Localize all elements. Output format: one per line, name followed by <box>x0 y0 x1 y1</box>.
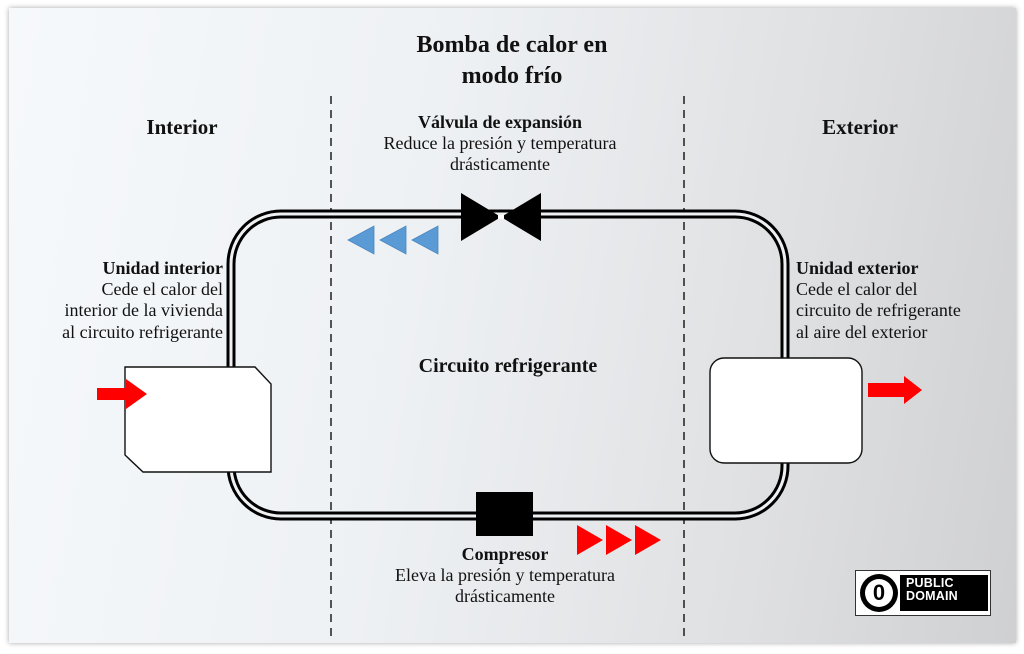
expansion-valve-desc-line-2: drásticamente <box>450 154 550 175</box>
cc-zero-icon: 0 <box>860 574 898 612</box>
compressor-label: Compresor Eleva la presión y temperatura… <box>340 544 670 608</box>
cold-flow-arrow-icon <box>411 225 439 255</box>
outdoor-unit-desc-line-3: al aire del exterior <box>796 321 928 342</box>
expansion-valve-desc-line-1: Reduce la presión y temperatura <box>383 133 617 154</box>
badge-text: PUBLIC DOMAIN <box>906 576 958 604</box>
outdoor-unit-desc-line-2: circuito de refrigerante <box>796 300 961 321</box>
badge-line-2: DOMAIN <box>906 589 958 604</box>
heat-in-arrow-icon <box>97 379 147 409</box>
badge-black-panel <box>900 575 988 611</box>
public-domain-badge: 0 PUBLIC DOMAIN <box>855 570 991 616</box>
diagram-title: Bomba de calor en modo frío <box>362 30 662 92</box>
outdoor-unit-label: Unidad exterior Cede el calor del circui… <box>796 258 1011 343</box>
cold-flow-arrow-icon <box>347 225 375 255</box>
indoor-unit-desc-line-1: Cede el calor del <box>101 279 223 300</box>
compressor-icon <box>476 492 533 536</box>
indoor-unit-desc-line-2: interior de la vivienda <box>64 300 223 321</box>
badge-line-1: PUBLIC <box>906 576 954 590</box>
indoor-unit-label: Unidad interior Cede el calor del interi… <box>20 258 223 343</box>
indoor-unit-desc-line-3: al circuito refrigerante <box>62 321 223 342</box>
indoor-unit-icon <box>124 366 272 473</box>
title-line-2: modo frío <box>461 63 563 90</box>
hot-flow-arrows <box>577 525 661 555</box>
compressor-desc-line-2: drásticamente <box>455 586 555 607</box>
expansion-valve-label: Válvula de expansión Reduce la presión y… <box>340 112 660 176</box>
cold-flow-arrows <box>347 225 439 255</box>
compressor-desc-line-1: Eleva la presión y temperatura <box>395 565 615 586</box>
title-line-1: Bomba de calor en <box>416 32 608 58</box>
zone-label-interior: Interior <box>146 115 218 139</box>
expansion-valve-icon <box>461 193 541 241</box>
zone-label-exterior: Exterior <box>822 115 898 139</box>
outdoor-unit-desc-line-1: Cede el calor del <box>796 279 918 300</box>
cc-zero-glyph: 0 <box>872 580 886 605</box>
hot-flow-arrow-icon <box>606 525 632 555</box>
compressor-heading: Compresor <box>461 544 549 564</box>
hot-flow-arrow-icon <box>577 525 603 555</box>
outdoor-unit-heading: Unidad exterior <box>796 258 919 278</box>
outdoor-unit-icon <box>709 357 863 464</box>
expansion-valve-heading: Válvula de expansión <box>417 112 583 132</box>
circuit-label: Circuito refrigerante <box>418 355 598 377</box>
hot-flow-arrow-icon <box>635 525 661 555</box>
diagram-canvas <box>9 8 1016 643</box>
heat-out-arrow-icon <box>868 376 922 404</box>
indoor-unit-heading: Unidad interior <box>102 258 223 278</box>
cold-flow-arrow-icon <box>379 225 407 255</box>
